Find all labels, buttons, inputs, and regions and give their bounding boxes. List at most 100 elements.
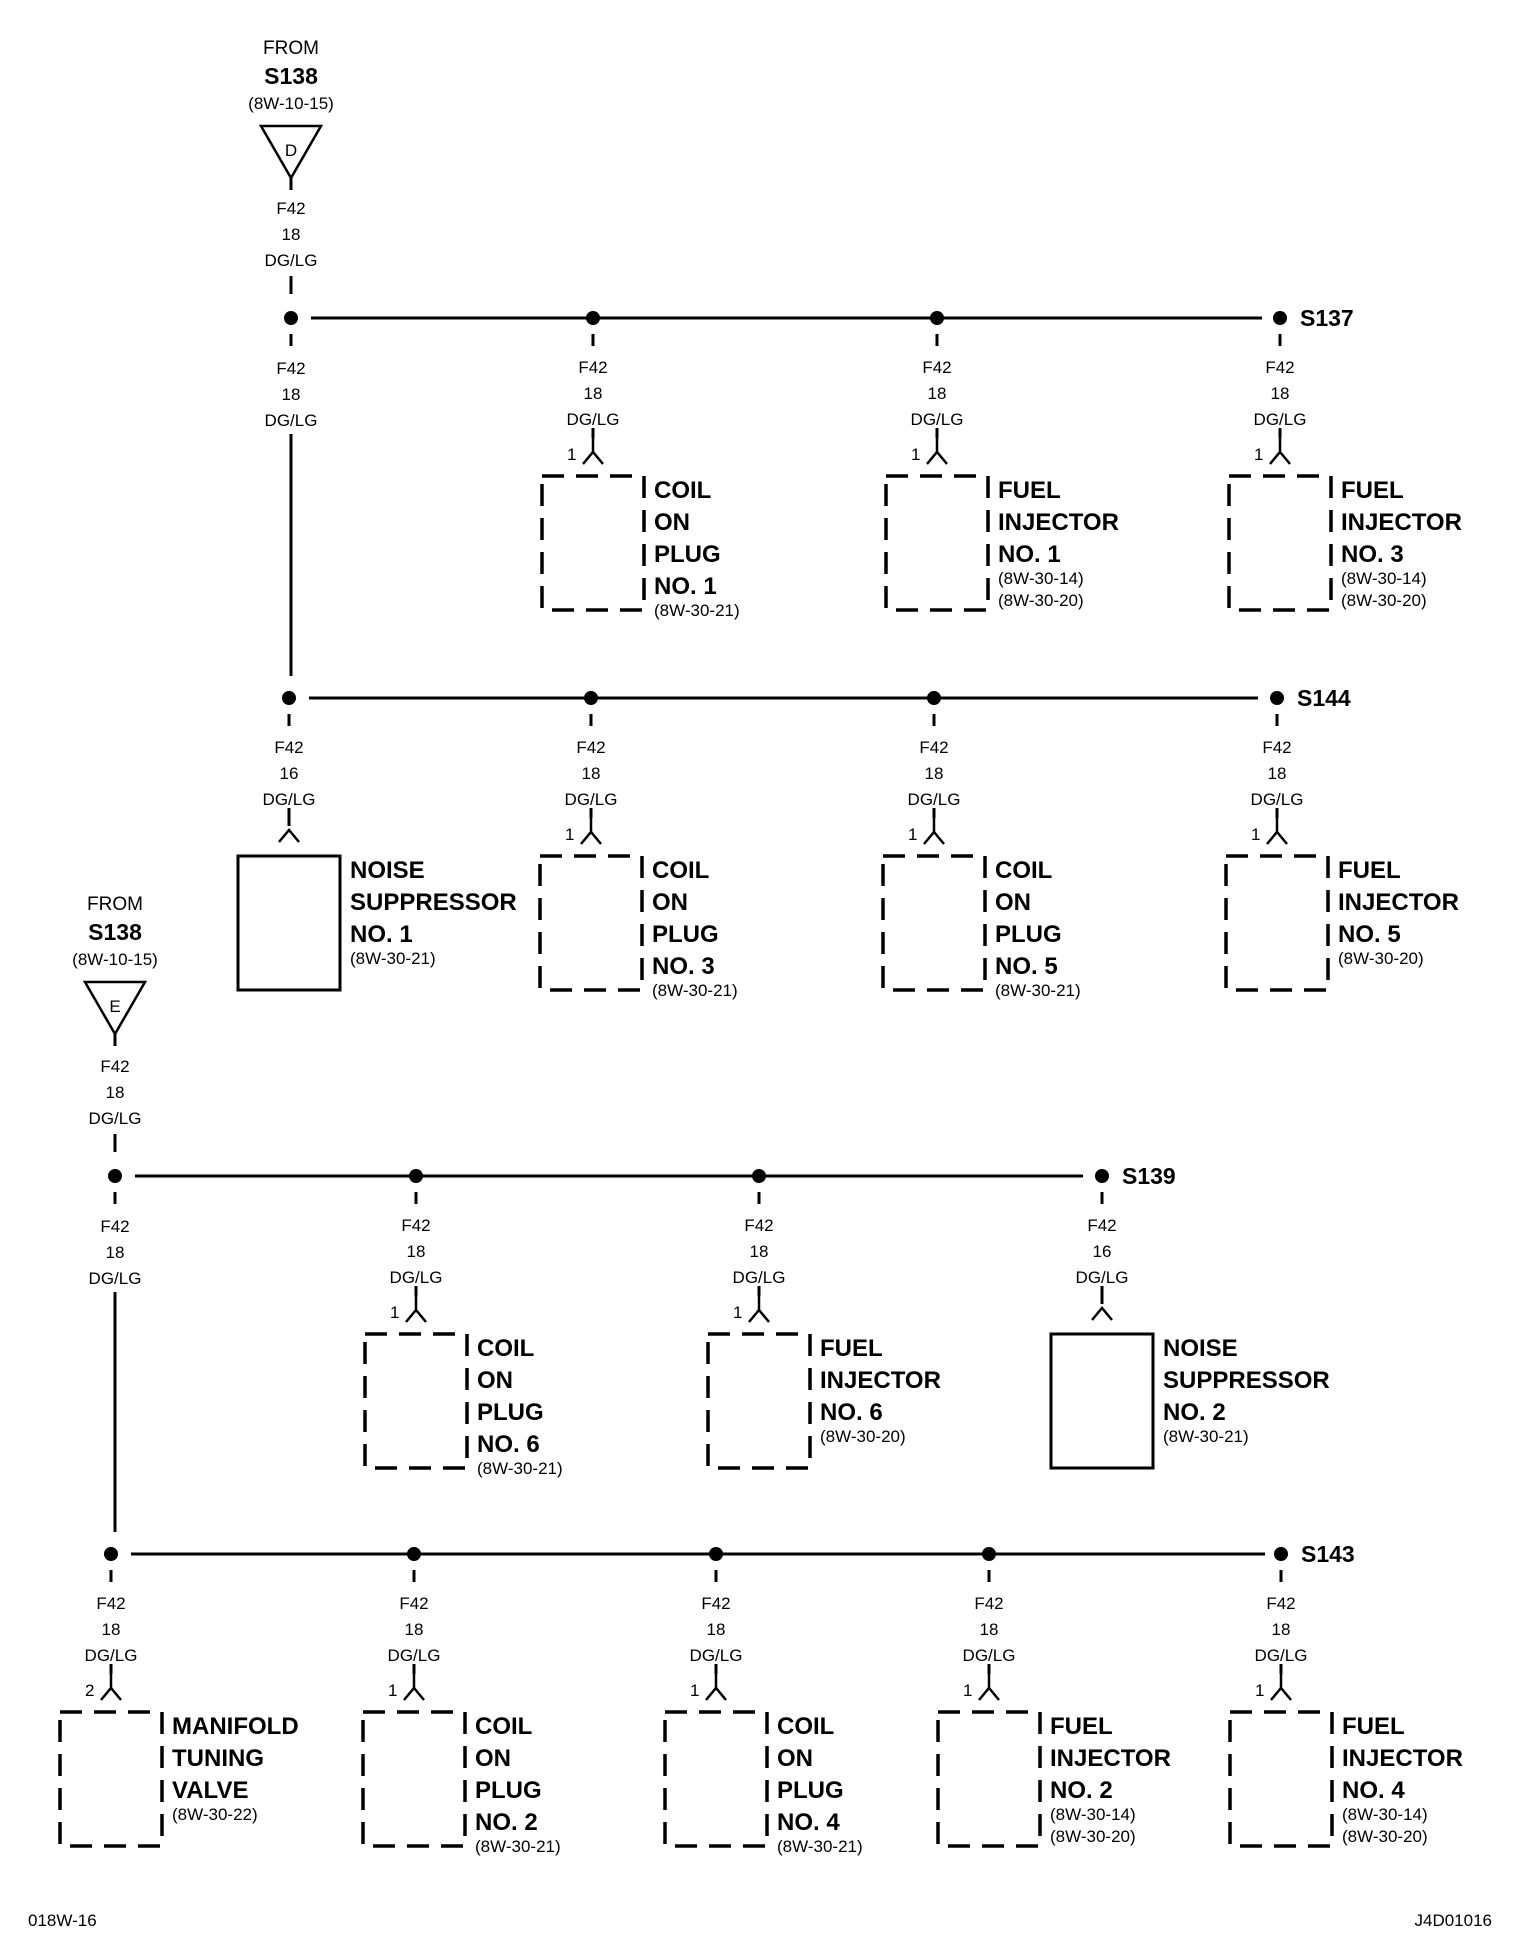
wire-gauge-label: 16 (1093, 1242, 1112, 1261)
wire-color-label: DG/LG (89, 1109, 142, 1128)
component-cop6-ref: (8W-30-21) (477, 1459, 563, 1478)
component-fi5-ref: (8W-30-20) (1338, 949, 1424, 968)
component-fi3-ref: (8W-30-14) (1341, 569, 1427, 588)
wire-gauge-label: 18 (582, 764, 601, 783)
terminal-icon (278, 828, 300, 843)
component-fi4-dashed-box (1228, 1710, 1334, 1848)
splice-dot (584, 691, 598, 705)
component-cop2-dashed-box (361, 1710, 467, 1848)
component-cop5-label: ON (995, 889, 1031, 916)
source-from-label: FROM (263, 38, 319, 59)
wire-gauge-label: 18 (584, 384, 603, 403)
wire-gauge-label: 16 (280, 764, 299, 783)
component-fi1-label: NO. 1 (998, 541, 1061, 568)
component-ns1-box (236, 854, 342, 992)
component-ns1-label: NO. 1 (350, 921, 413, 948)
component-cop2-label: NO. 2 (475, 1809, 538, 1836)
wire-gauge-label: 18 (102, 1620, 121, 1639)
source-triangle-icon (258, 124, 324, 181)
wire-gauge-label: 18 (1268, 764, 1287, 783)
wire-color-label: DG/LG (1076, 1268, 1129, 1287)
pin-number: 1 (1251, 825, 1260, 844)
splice-dot (1095, 1169, 1109, 1183)
component-fi1-label: FUEL (998, 477, 1061, 504)
wire-color-label: DG/LG (565, 790, 618, 809)
terminal-icon (100, 1686, 122, 1701)
source-ref-label: (8W-10-15) (72, 950, 158, 969)
wire-circuit-label: F42 (274, 738, 303, 757)
wire-gauge-label: 18 (106, 1243, 125, 1262)
wire-gauge-label: 18 (1272, 1620, 1291, 1639)
splice-dot (1274, 1547, 1288, 1561)
splice-dot (409, 1169, 423, 1183)
component-ns2-label: NOISE (1163, 1335, 1238, 1362)
component-cop6-label: NO. 6 (477, 1431, 540, 1458)
wire-gauge-label: 18 (750, 1242, 769, 1261)
component-cop4-label: NO. 4 (777, 1809, 840, 1836)
component-cop2-label: PLUG (475, 1777, 542, 1804)
component-mtv-label: TUNING (172, 1745, 264, 1772)
wire-color-label: DG/LG (911, 410, 964, 429)
splice-dot (927, 691, 941, 705)
pin-number: 1 (690, 1681, 699, 1700)
component-cop1-label: NO. 1 (654, 573, 717, 600)
component-cop4-ref: (8W-30-21) (777, 1837, 863, 1856)
wire-circuit-label: F42 (399, 1594, 428, 1613)
splice-label-S143: S143 (1301, 1541, 1355, 1567)
component-cop4-label: COIL (777, 1713, 834, 1740)
component-fi2-label: INJECTOR (1050, 1745, 1171, 1772)
source-splice-label: S138 (264, 63, 318, 89)
wire-circuit-label: F42 (401, 1216, 430, 1235)
component-fi2-label: FUEL (1050, 1713, 1113, 1740)
splice-dot (1273, 311, 1287, 325)
wire-color-label: DG/LG (690, 1646, 743, 1665)
component-cop6-dashed-box (363, 1332, 469, 1470)
component-cop5-label: COIL (995, 857, 1052, 884)
splice-dot (282, 691, 296, 705)
terminal-icon (978, 1686, 1000, 1701)
component-cop3-dashed-box (538, 854, 644, 992)
component-cop5-label: PLUG (995, 921, 1062, 948)
splice-dot (586, 311, 600, 325)
splice-dot (982, 1547, 996, 1561)
pin-number: 1 (565, 825, 574, 844)
component-fi5-label: FUEL (1338, 857, 1401, 884)
component-mtv-ref: (8W-30-22) (172, 1805, 258, 1824)
wire-gauge-label: 18 (707, 1620, 726, 1639)
component-fi2-dashed-box (936, 1710, 1042, 1848)
component-fi4-label: FUEL (1342, 1713, 1405, 1740)
wire-gauge-label: 18 (928, 384, 947, 403)
terminal-icon (582, 450, 604, 465)
pin-number: 1 (1254, 445, 1263, 464)
wire-gauge-label: 18 (407, 1242, 426, 1261)
component-cop4-dashed-box (663, 1710, 769, 1848)
source-from-label: FROM (87, 894, 143, 915)
wire-gauge-label: 18 (282, 225, 301, 244)
component-cop3-label: NO. 3 (652, 953, 715, 980)
splice-dot (752, 1169, 766, 1183)
terminal-icon (405, 1308, 427, 1323)
component-fi2-ref: (8W-30-20) (1050, 1827, 1136, 1846)
splice-label-S137: S137 (1300, 305, 1354, 331)
component-fi1-label: INJECTOR (998, 509, 1119, 536)
component-mtv-dashed-box (58, 1710, 164, 1848)
splice-label-S144: S144 (1297, 685, 1351, 711)
component-cop2-label: COIL (475, 1713, 532, 1740)
wire-circuit-label: F42 (1087, 1216, 1116, 1235)
wire-circuit-label: F42 (100, 1217, 129, 1236)
component-ns2-ref: (8W-30-21) (1163, 1427, 1249, 1446)
wire-color-label: DG/LG (908, 790, 961, 809)
wire-color-label: DG/LG (263, 790, 316, 809)
component-cop5-ref: (8W-30-21) (995, 981, 1081, 1000)
pin-number: 1 (567, 445, 576, 464)
component-ns1-label: SUPPRESSOR (350, 889, 517, 916)
wire-color-label: DG/LG (963, 1646, 1016, 1665)
terminal-icon (1091, 1306, 1113, 1321)
terminal-icon (403, 1686, 425, 1701)
wire-gauge-label: 18 (980, 1620, 999, 1639)
splice-dot (930, 311, 944, 325)
component-cop4-label: PLUG (777, 1777, 844, 1804)
wire-color-label: DG/LG (265, 251, 318, 270)
terminal-icon (926, 450, 948, 465)
wire-color-label: DG/LG (265, 411, 318, 430)
